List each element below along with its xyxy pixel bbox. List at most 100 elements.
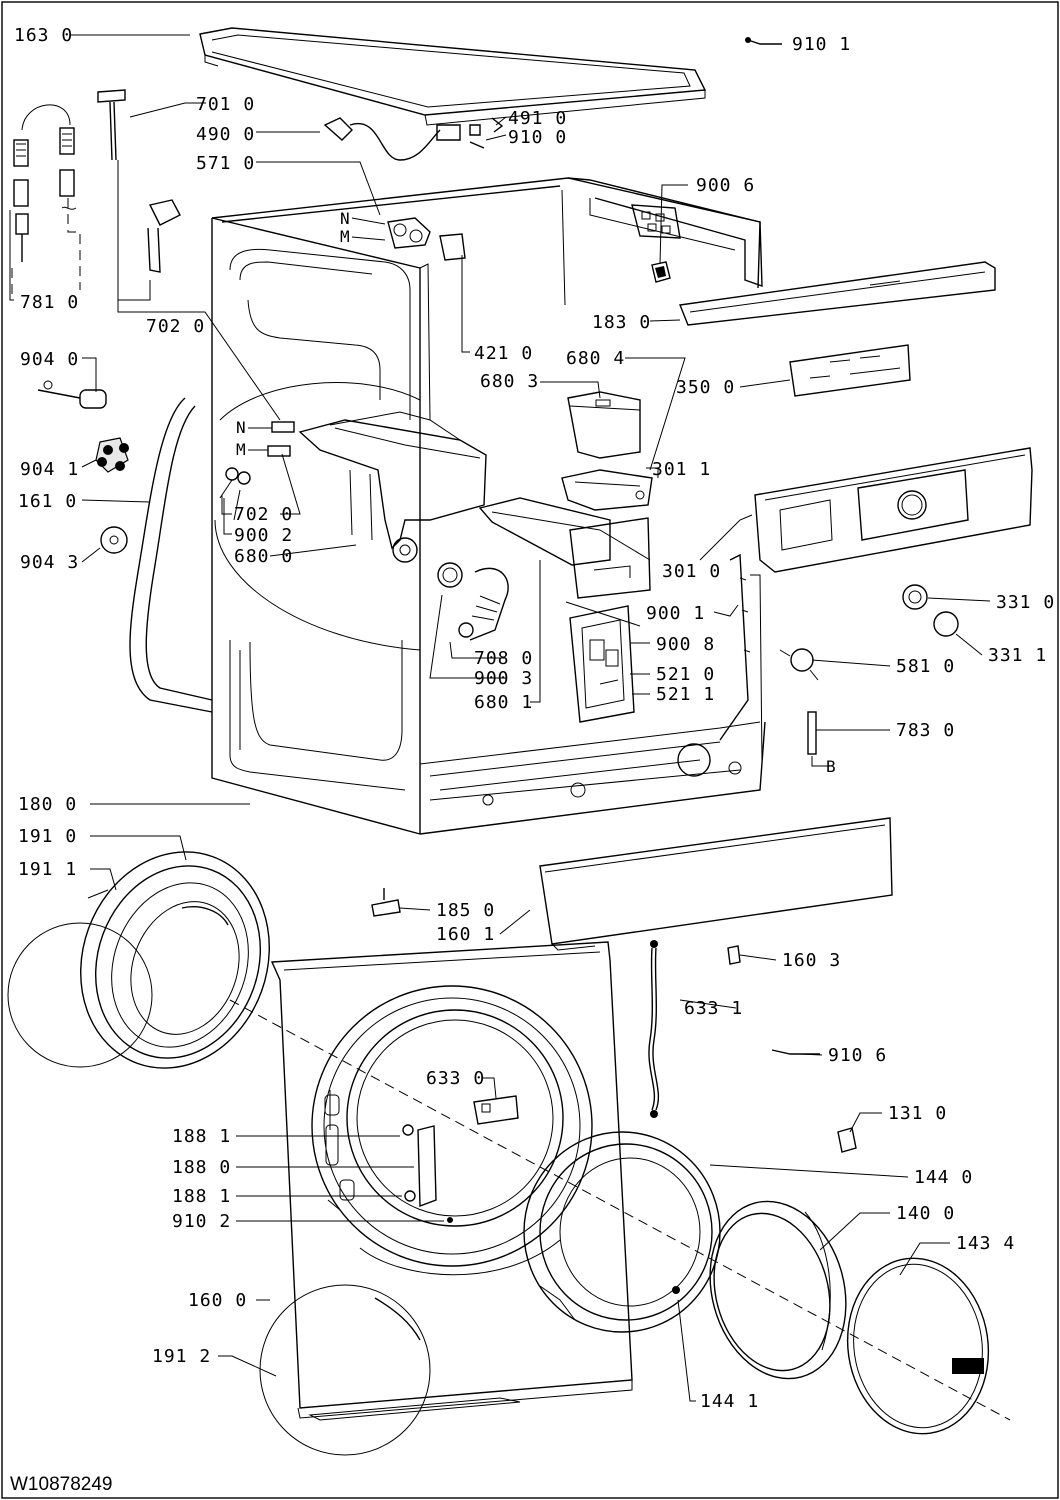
callout: 163 0 [14,25,73,46]
top-lid [199,27,707,126]
detail-circle-left [7,922,153,1068]
callout: 701 0 [196,94,255,115]
callout: 900 8 [656,634,715,655]
callout: 185 0 [436,900,495,921]
callout: 160 0 [188,1290,247,1311]
base-frame [482,743,742,806]
front-panel-160 [270,941,633,1421]
leader-lines [9,34,991,1402]
callout: 781 0 [20,292,79,313]
callout: 900 6 [696,175,755,196]
callout: 191 1 [18,859,77,880]
callout: 708 0 [474,648,533,669]
spring-191-2 [374,1297,421,1341]
callout: 180 0 [18,794,77,815]
callout: 301 1 [652,459,711,480]
callout: 144 0 [914,1167,973,1188]
shock-absorber-701 [97,89,126,161]
callout: 191 2 [152,1346,211,1367]
callout: 331 1 [988,645,1047,666]
callout: 904 3 [20,552,79,573]
callout: 702 0 [234,504,293,525]
callout: 783 0 [896,720,955,741]
callout: 900 3 [474,668,533,689]
callout: 183 0 [592,312,651,333]
callout: 910 1 [792,34,851,55]
rear-rail-183 [679,261,996,326]
callout: 331 0 [996,592,1055,613]
callout: 680 4 [566,348,625,369]
callout: 581 0 [896,656,955,677]
callout: 350 0 [676,377,735,398]
dispenser-hose [437,562,509,641]
callout: 490 0 [196,124,255,145]
power-cable [323,117,504,161]
callout: 904 0 [20,349,79,370]
callout: 140 0 [896,1203,955,1224]
door-seal-191 [80,851,270,1069]
callout: 143 4 [956,1233,1015,1254]
lock-wire-633-1 [648,940,660,1118]
callout: 188 1 [172,1186,231,1207]
callout: 680 3 [480,371,539,392]
clip-160-3 [727,945,741,965]
inlet-hose-left [11,104,81,300]
support-frame-161 [129,397,213,713]
selector-knob-331 [902,584,959,637]
dispenser-drawer [561,391,653,511]
callout: 521 0 [656,664,715,685]
marker: N [340,209,350,228]
callout: 188 1 [172,1126,231,1147]
callout: 191 0 [18,826,77,847]
inlet-valve-571 [387,217,466,261]
callout: 160 1 [436,924,495,945]
callout: 160 3 [782,950,841,971]
parts-904 [37,380,129,554]
callout: 301 0 [662,561,721,582]
callout: 910 6 [828,1045,887,1066]
control-pcb-350 [789,344,911,397]
document-number: W10878249 [10,1474,112,1495]
callout-labels: 163 0 910 1 701 0 490 0 491 0 910 0 571 … [14,25,1055,1412]
foot-185 [371,888,401,917]
marker: M [340,227,350,246]
callout: 161 0 [18,491,77,512]
door-frame-144 [523,1131,721,1333]
drawer-housing-301 [478,497,651,599]
callout: 521 1 [656,684,715,705]
callout: 633 1 [684,998,743,1019]
part-783 [807,711,817,755]
screw-910-6 [771,1049,820,1055]
callout: 900 1 [646,603,705,624]
callout: 571 0 [196,153,255,174]
callout: 188 0 [172,1157,231,1178]
callout: 680 0 [234,546,293,567]
callout: 904 1 [20,459,79,480]
callout: 910 2 [172,1211,231,1232]
electronic-module-521 [565,553,763,763]
callout: 421 0 [474,343,533,364]
pressure-switch-581 [779,648,819,681]
marker: M [236,440,246,459]
control-panel-fascia [754,447,1033,573]
callout: 144 1 [700,1391,759,1412]
assembly-axis [229,999,1011,1421]
marker: N [236,418,246,437]
door-glass-140 [709,1200,847,1380]
callout: 131 0 [888,1103,947,1124]
callout: 633 0 [426,1068,485,1089]
handle-131 [837,1127,857,1153]
callout: 491 0 [508,108,567,129]
callout: 680 1 [474,692,533,713]
callout: 910 0 [508,127,567,148]
callout: 702 0 [146,316,205,337]
marker: B [826,757,836,776]
connector-markers: N M N M B [236,209,836,776]
detergent-dispenser-680 [219,411,487,563]
inlet-elbow [117,160,181,301]
detail-circle-bottom [259,1284,431,1456]
callout: 900 2 [234,525,293,546]
